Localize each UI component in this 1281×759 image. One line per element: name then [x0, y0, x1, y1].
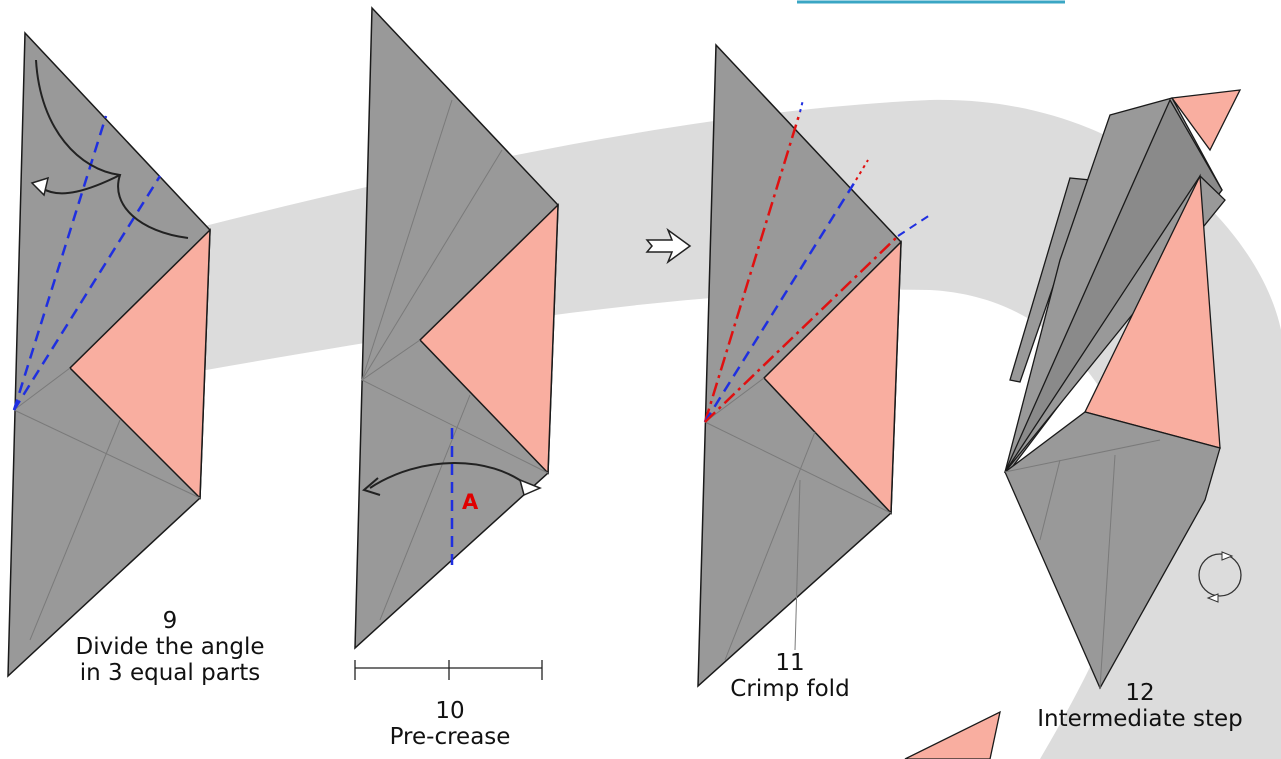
- next-step-arrow-icon: [645, 227, 692, 265]
- step-11-figure: [697, 43, 931, 688]
- step-9-caption: 9 Divide the angle in 3 equal parts: [40, 608, 300, 686]
- step-9-text-line1: Divide the angle: [75, 634, 265, 660]
- valley-fold-line: [12, 175, 162, 411]
- step-12-number: 12: [1125, 680, 1155, 706]
- step-10-caption: 10 Pre-crease: [330, 698, 570, 750]
- marker-a: A: [462, 490, 479, 514]
- step-12-caption: 12 Intermediate step: [1020, 680, 1260, 732]
- mountain-fold-line: [703, 111, 802, 423]
- step-11-caption: 11 Crimp fold: [690, 650, 890, 702]
- step-9-figure: [7, 31, 211, 678]
- step-9-text-line2: in 3 equal parts: [79, 660, 261, 686]
- arrow-head-icon: [518, 478, 542, 497]
- step-9-number: 9: [162, 608, 178, 634]
- fold-arrow-icon: [369, 462, 529, 489]
- background-band-bottom: [1040, 480, 1281, 759]
- measure-scale-icon: [354, 660, 543, 680]
- step-12-figure: [1004, 89, 1242, 690]
- step-11-text: Crimp fold: [730, 676, 850, 702]
- step-10-figure: [354, 6, 559, 680]
- step-12-text: Intermediate step: [1037, 706, 1243, 732]
- step-11-number: 11: [775, 650, 805, 676]
- step-10-number: 10: [435, 698, 465, 724]
- valley-fold-line: [703, 179, 858, 423]
- turn-over-icon: [1198, 551, 1242, 603]
- arrow-head-icon: [30, 176, 50, 197]
- next-figure-fragment: [904, 710, 1001, 759]
- mountain-fold-line: [704, 235, 899, 423]
- step-10-text: Pre-crease: [389, 724, 511, 750]
